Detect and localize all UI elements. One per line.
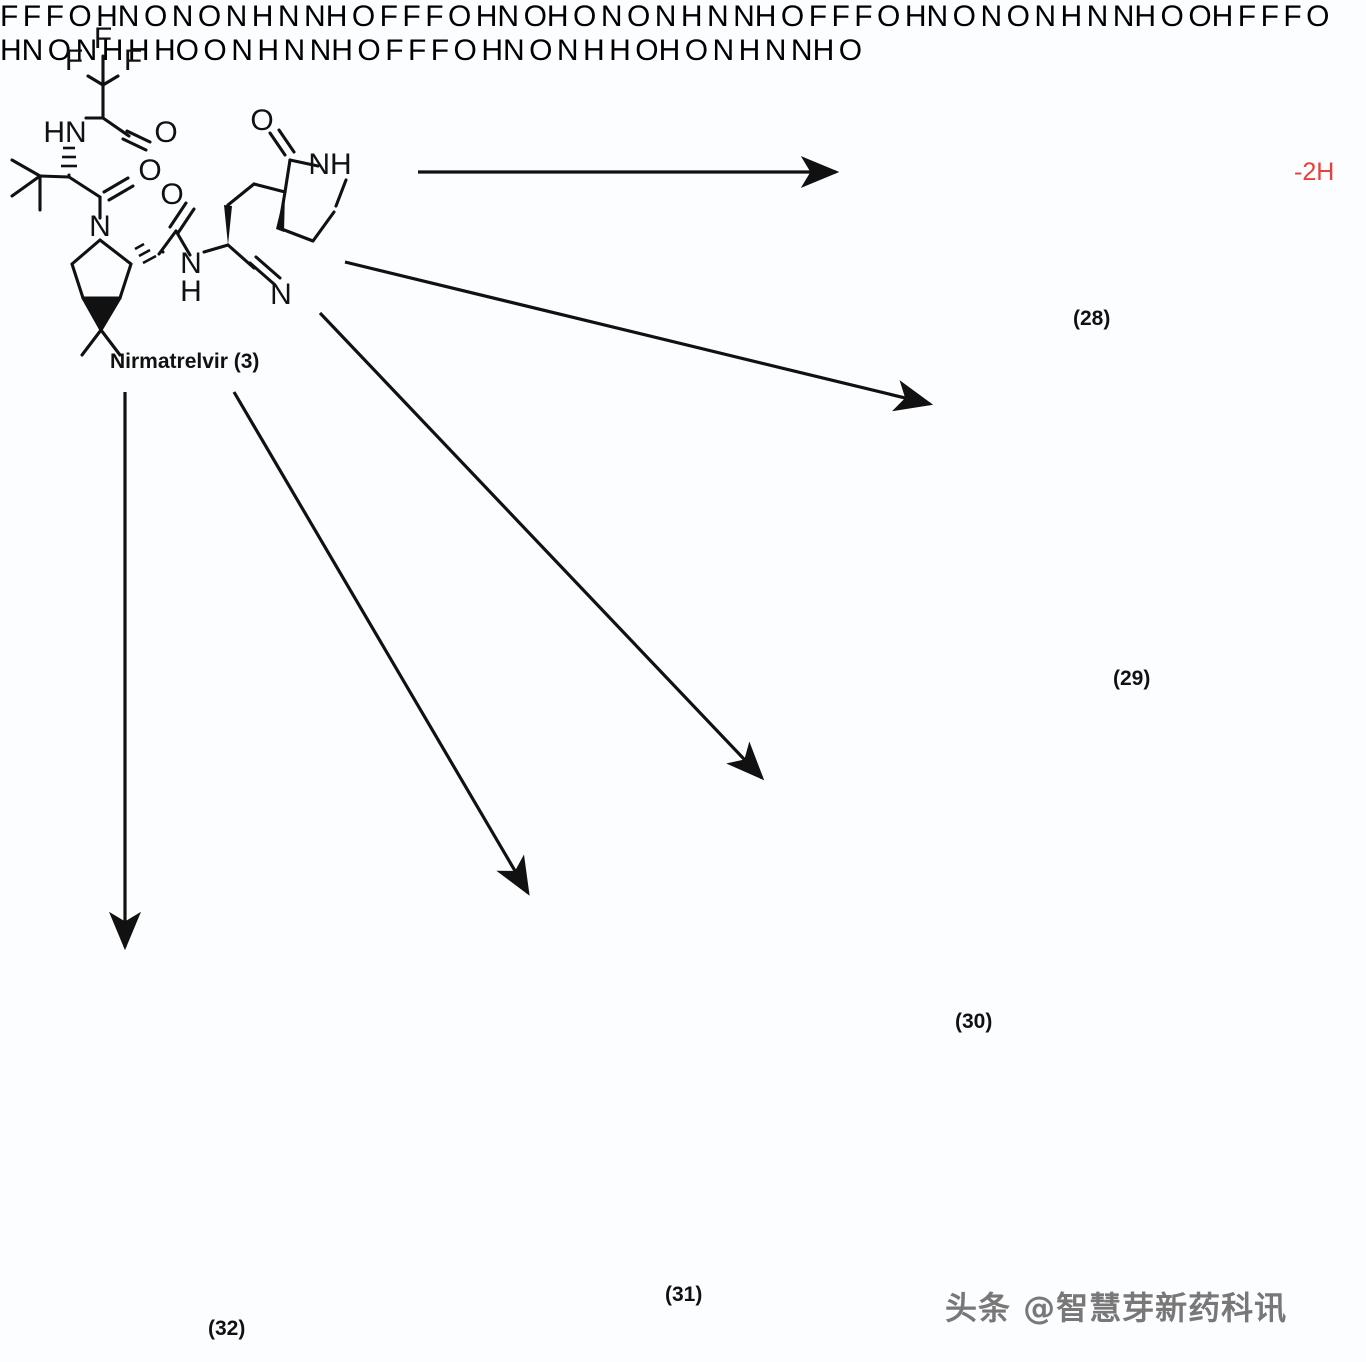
watermark-text: 头条 @智慧芽新药科讯 (945, 1289, 1288, 1327)
svg-text:H: H (180, 275, 202, 308)
arrow-3-to-29 (344, 260, 934, 412)
svg-text:HN: HN (43, 116, 86, 149)
svg-text:O: O (138, 154, 161, 187)
arrow-3-to-31 (232, 391, 530, 896)
structure-metabolite-29: F F F O HN OH O N (379, 0, 805, 33)
svg-text:O: O (160, 178, 183, 211)
svg-text:F: F (124, 44, 142, 77)
caption-compound-31: (31) (665, 1283, 703, 1306)
structure-metabolite-30: F F F O HN O N O N (808, 0, 1234, 33)
caption-compound-29: (29) (1113, 667, 1151, 690)
caption-compound-32: (32) (208, 1317, 246, 1340)
caption-nirmatrelvir: Nirmatrelvir (3) (110, 350, 260, 373)
svg-text:O: O (154, 116, 177, 149)
svg-text:N: N (89, 210, 111, 243)
minus-2h-annotation: -2H (1294, 158, 1335, 186)
svg-text:F: F (65, 44, 83, 77)
caption-compound-30: (30) (955, 1010, 993, 1033)
structure-metabolite-31: F F F O HN O N H (0, 0, 1330, 67)
svg-text:N: N (270, 278, 292, 311)
svg-text:F: F (94, 22, 112, 55)
structure-metabolite-32: F F F O HN O N H (385, 34, 863, 67)
structure-metabolite-28: F F F O HN O N O N (0, 0, 376, 33)
svg-text:N: N (180, 247, 202, 280)
arrow-3-to-30 (318, 311, 765, 781)
caption-compound-28: (28) (1073, 307, 1111, 330)
structure-nirmatrelvir-3: F F F O HN O N (10, 22, 352, 357)
svg-text:O: O (250, 104, 273, 137)
